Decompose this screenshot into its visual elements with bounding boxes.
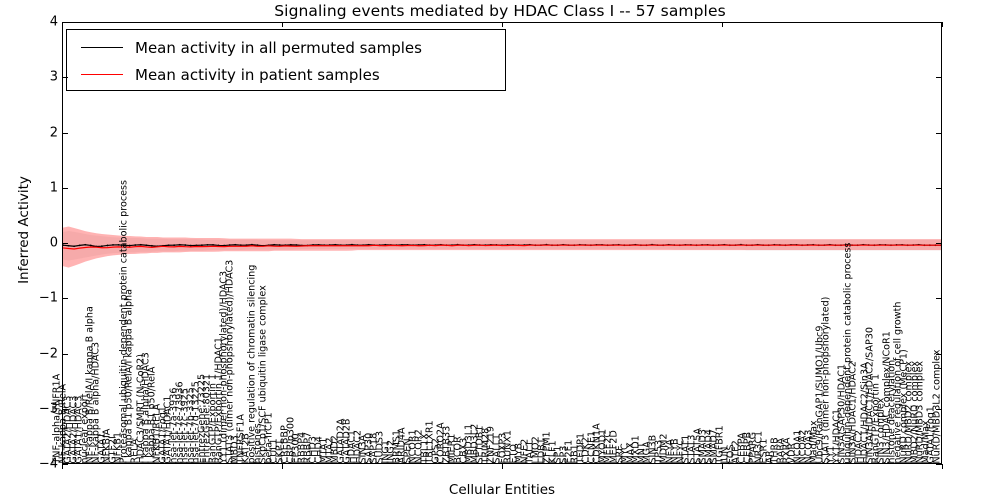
y-tick-mark: [62, 132, 68, 134]
series-svg: [63, 226, 941, 268]
x-tick-label: TNF-alpha/TNFR1A: [51, 374, 63, 464]
legend-entry-permuted: Mean activity in all permuted samples: [75, 34, 497, 61]
data-point: [201, 244, 203, 247]
data-point: [167, 244, 170, 247]
confidence-band: [63, 226, 941, 268]
y-tick-mark: [936, 298, 942, 300]
x-tick-mark: [282, 22, 283, 27]
legend: Mean activity in all permuted samples Me…: [66, 29, 506, 91]
data-point: [217, 244, 220, 247]
y-axis-label-container: Inferred Activity: [8, 22, 32, 464]
data-point: [289, 243, 292, 246]
data-point: [295, 244, 298, 246]
x-tick-mark: [942, 22, 943, 27]
y-tick-mark: [936, 22, 942, 23]
data-point: [117, 243, 120, 246]
data-point: [351, 243, 353, 246]
legend-line-permuted: [81, 47, 123, 48]
data-point: [273, 243, 276, 246]
y-tick-mark: [62, 187, 68, 189]
x-axis-label: Cellular Entities: [448, 482, 556, 498]
data-point: [101, 245, 103, 248]
x-tick-mark: [282, 464, 283, 469]
data-point: [256, 244, 259, 247]
data-point: [89, 244, 92, 247]
data-point: [128, 244, 131, 247]
data-point: [145, 244, 148, 247]
x-tick-mark: [942, 464, 943, 469]
y-tick-mark: [936, 408, 942, 410]
x-tick-mark: [502, 22, 503, 27]
data-point: [178, 243, 181, 246]
data-point: [173, 244, 176, 247]
y-tick-mark: [936, 187, 942, 189]
data-point: [239, 244, 242, 247]
y-tick-label: −1: [38, 290, 58, 306]
series-line: [63, 244, 941, 250]
y-tick-mark: [62, 298, 68, 300]
x-tick-mark: [502, 464, 503, 469]
data-layer: [63, 23, 941, 463]
x-tick-mark: [722, 464, 723, 469]
legend-label-patient: Mean activity in patient samples: [135, 65, 380, 84]
y-tick-mark: [62, 353, 68, 355]
data-point: [78, 244, 81, 247]
data-point: [73, 245, 76, 248]
y-tick-label: −3: [38, 401, 58, 417]
y-tick-label: −2: [38, 346, 58, 361]
y-tick-mark: [936, 132, 942, 134]
data-point: [234, 243, 237, 246]
y-tick-mark: [62, 77, 68, 79]
data-point: [139, 243, 142, 246]
y-axis-label: Inferred Activity: [16, 176, 32, 284]
y-tick-label: 1: [49, 180, 58, 196]
y-tick-mark: [936, 243, 942, 244]
data-point: [134, 244, 137, 246]
y-tick-label: 2: [49, 125, 58, 140]
data-point: [189, 244, 192, 247]
y-tick-mark: [62, 464, 68, 465]
data-point: [195, 244, 198, 247]
data-point: [245, 244, 248, 247]
data-point: [278, 244, 281, 246]
data-point: [112, 244, 114, 246]
chart-title: Signaling events mediated by HDAC Class …: [274, 2, 726, 20]
data-point: [228, 244, 231, 246]
data-point: [212, 244, 214, 246]
y-tick-mark: [62, 22, 68, 23]
data-point: [106, 244, 109, 247]
data-point: [184, 244, 187, 246]
data-point: [206, 244, 209, 246]
x-tick-mark: [62, 22, 63, 27]
y-tick-mark: [62, 408, 68, 410]
y-tick-label: −4: [38, 456, 58, 472]
data-point: [123, 244, 126, 247]
y-tick-label: 0: [49, 235, 58, 251]
y-tick-mark: [62, 243, 68, 244]
x-tick-mark: [722, 22, 723, 27]
legend-entry-patient: Mean activity in patient samples: [75, 61, 497, 88]
legend-line-patient: [81, 74, 123, 75]
y-tick-label: 4: [49, 14, 58, 30]
data-point: [84, 243, 87, 246]
legend-label-permuted: Mean activity in all permuted samples: [135, 38, 422, 57]
data-point: [151, 244, 153, 247]
y-tick-mark: [936, 353, 942, 355]
data-point: [251, 243, 253, 246]
data-point: [67, 244, 70, 247]
y-tick-mark: [936, 77, 942, 79]
y-tick-label: 3: [49, 69, 58, 85]
data-point: [63, 244, 64, 247]
data-point: [223, 244, 226, 247]
x-tick-mark: [62, 464, 63, 469]
y-tick-mark: [936, 464, 942, 465]
